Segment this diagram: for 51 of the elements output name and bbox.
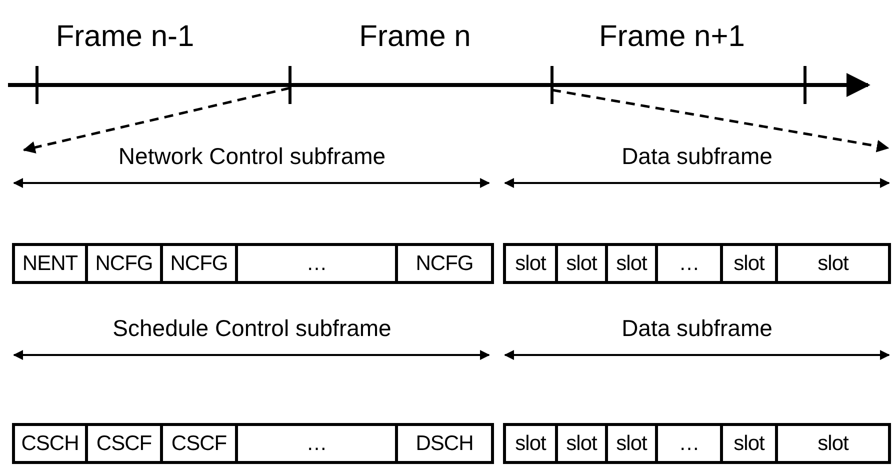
cell-text: slot bbox=[515, 432, 546, 456]
cell-text: slot bbox=[616, 432, 647, 456]
frame-cell bbox=[395, 423, 494, 464]
frame-label: Frame n-1 bbox=[56, 20, 194, 54]
cell-text: CSCF bbox=[96, 432, 152, 456]
subframe-label: Network Control subframe bbox=[118, 143, 386, 170]
cell-text: slot bbox=[566, 432, 597, 456]
cell-text: NCFG bbox=[416, 252, 474, 276]
cell-text: slot bbox=[515, 252, 546, 276]
cell-text: CSCH bbox=[21, 432, 79, 456]
frame-cell bbox=[160, 423, 238, 464]
cell-text: NCFG bbox=[170, 252, 228, 276]
cell-text: CSCF bbox=[171, 432, 227, 456]
frame-cell bbox=[235, 423, 398, 464]
cell-text: slot bbox=[734, 252, 764, 276]
cell-text: slot bbox=[616, 252, 647, 276]
frame-cell bbox=[160, 243, 238, 284]
subframe-label: Schedule Control subframe bbox=[112, 315, 392, 342]
cell-text: NENT bbox=[22, 252, 78, 276]
frame-cell bbox=[503, 243, 558, 284]
frame-cell bbox=[235, 243, 398, 284]
frame-cell bbox=[555, 423, 608, 464]
frame-cell bbox=[775, 243, 891, 284]
subframe-label: Data subframe bbox=[622, 315, 772, 342]
frame-label: Frame n bbox=[359, 20, 471, 54]
cell-text: … bbox=[678, 252, 700, 276]
cell-text: … bbox=[678, 432, 700, 456]
cell-text: DSCH bbox=[416, 432, 474, 456]
frame-cell bbox=[12, 243, 88, 284]
cell-text: slot bbox=[734, 432, 764, 456]
subframe-label: Data subframe bbox=[622, 143, 772, 170]
frame-cell bbox=[655, 243, 723, 284]
frame-cell bbox=[655, 423, 723, 464]
frame-cell bbox=[395, 243, 494, 284]
frame-cell bbox=[555, 243, 608, 284]
frame-cell bbox=[720, 243, 778, 284]
cell-text: slot bbox=[818, 432, 848, 456]
frame-cell bbox=[605, 243, 658, 284]
frame-cell bbox=[720, 423, 778, 464]
frame-cell bbox=[605, 423, 658, 464]
cell-text: … bbox=[306, 432, 327, 456]
frame-cell bbox=[85, 243, 163, 284]
cell-text: NCFG bbox=[95, 252, 153, 276]
cell-text: slot bbox=[566, 252, 597, 276]
frame-cell bbox=[12, 423, 88, 464]
frame-cell bbox=[503, 423, 558, 464]
frame-label: Frame n+1 bbox=[599, 20, 745, 54]
frame-cell bbox=[775, 423, 891, 464]
cell-text: … bbox=[306, 252, 327, 276]
frame-cell bbox=[85, 423, 163, 464]
cell-text: slot bbox=[818, 252, 848, 276]
